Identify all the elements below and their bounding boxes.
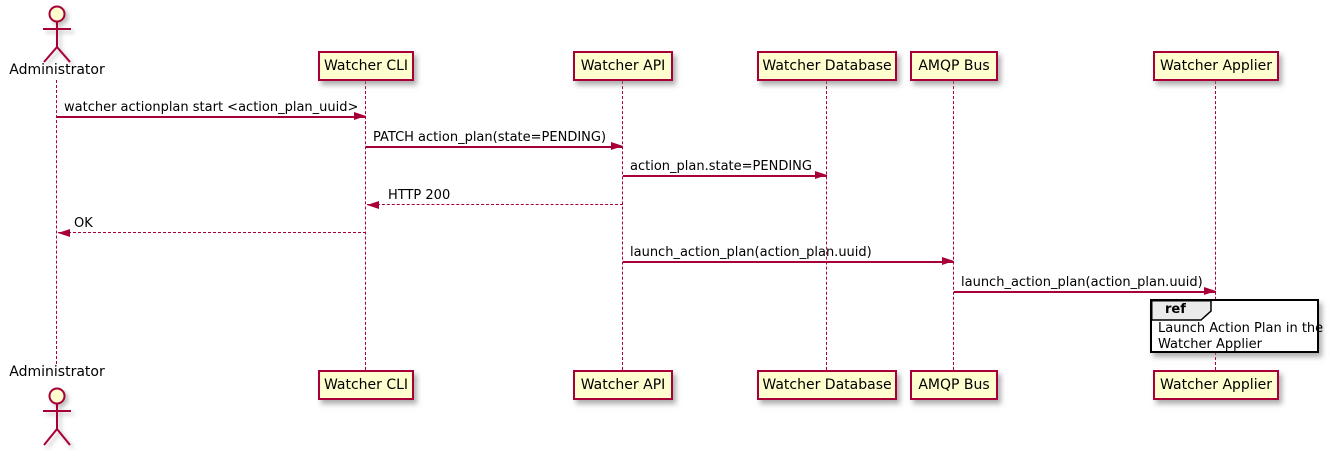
participant-bottom-watcher-cli: Watcher CLI [318, 370, 414, 400]
actor-icon [43, 5, 71, 63]
lifeline-watcher-api [622, 81, 623, 370]
message-line-3 [623, 171, 827, 179]
participant-top-watcher-api: Watcher API [573, 51, 673, 81]
actor-label-bottom: Administrator [9, 364, 105, 380]
message-label-6: launch_action_plan(action_plan.uuid) [630, 245, 872, 260]
participant-bottom-watcher-applier: Watcher Applier [1153, 370, 1279, 400]
message-line-4 [367, 201, 623, 209]
message-label-4: HTTP 200 [388, 188, 451, 203]
arrowhead-right-icon [1204, 287, 1216, 295]
participant-top-watcher-applier: Watcher Applier [1153, 51, 1279, 81]
ref-fragment: ref Launch Action Plan in the Watcher Ap… [1150, 299, 1323, 353]
message-line-1 [57, 112, 366, 120]
lifeline-watcher-cli [365, 81, 366, 370]
ref-text: Launch Action Plan in the Watcher Applie… [1158, 321, 1323, 353]
lifeline-watcher-applier [1215, 81, 1216, 370]
arrowhead-right-icon [354, 112, 366, 120]
message-line-2 [366, 142, 623, 150]
arrowhead-left-icon [367, 201, 379, 209]
message-line-5 [58, 229, 366, 237]
message-label-5: OK [74, 216, 93, 231]
participant-top-watcher-database: Watcher Database [757, 51, 897, 81]
arrowhead-right-icon [611, 142, 623, 150]
ref-text-line1: Launch Action Plan in the [1158, 321, 1324, 336]
participant-top-amqp-bus: AMQP Bus [910, 51, 998, 81]
message-line-6 [623, 257, 954, 265]
arrowhead-right-icon [942, 257, 954, 265]
ref-header-shape [1151, 300, 1212, 321]
message-line-7 [954, 287, 1216, 295]
lifeline-watcher-database [826, 81, 827, 370]
arrowhead-left-icon [58, 229, 70, 237]
arrowhead-right-icon [815, 171, 827, 179]
message-label-3: action_plan.state=PENDING [630, 159, 812, 174]
lifeline-administrator [56, 80, 57, 364]
ref-keyword: ref [1165, 302, 1186, 317]
lifeline-amqp-bus [953, 81, 954, 370]
actor-label: Administrator [9, 62, 105, 78]
actor-icon-bottom [43, 387, 71, 446]
message-label-7: launch_action_plan(action_plan.uuid) [961, 275, 1203, 290]
message-label-2: PATCH action_plan(state=PENDING) [373, 130, 607, 145]
ref-text-line2: Watcher Applier [1158, 337, 1262, 352]
participant-bottom-watcher-api: Watcher API [573, 370, 673, 400]
participant-bottom-amqp-bus: AMQP Bus [910, 370, 998, 400]
participant-bottom-watcher-database: Watcher Database [757, 370, 897, 400]
participant-top-watcher-cli: Watcher CLI [318, 51, 414, 81]
message-label-1: watcher actionplan start <action_plan_uu… [64, 100, 359, 115]
